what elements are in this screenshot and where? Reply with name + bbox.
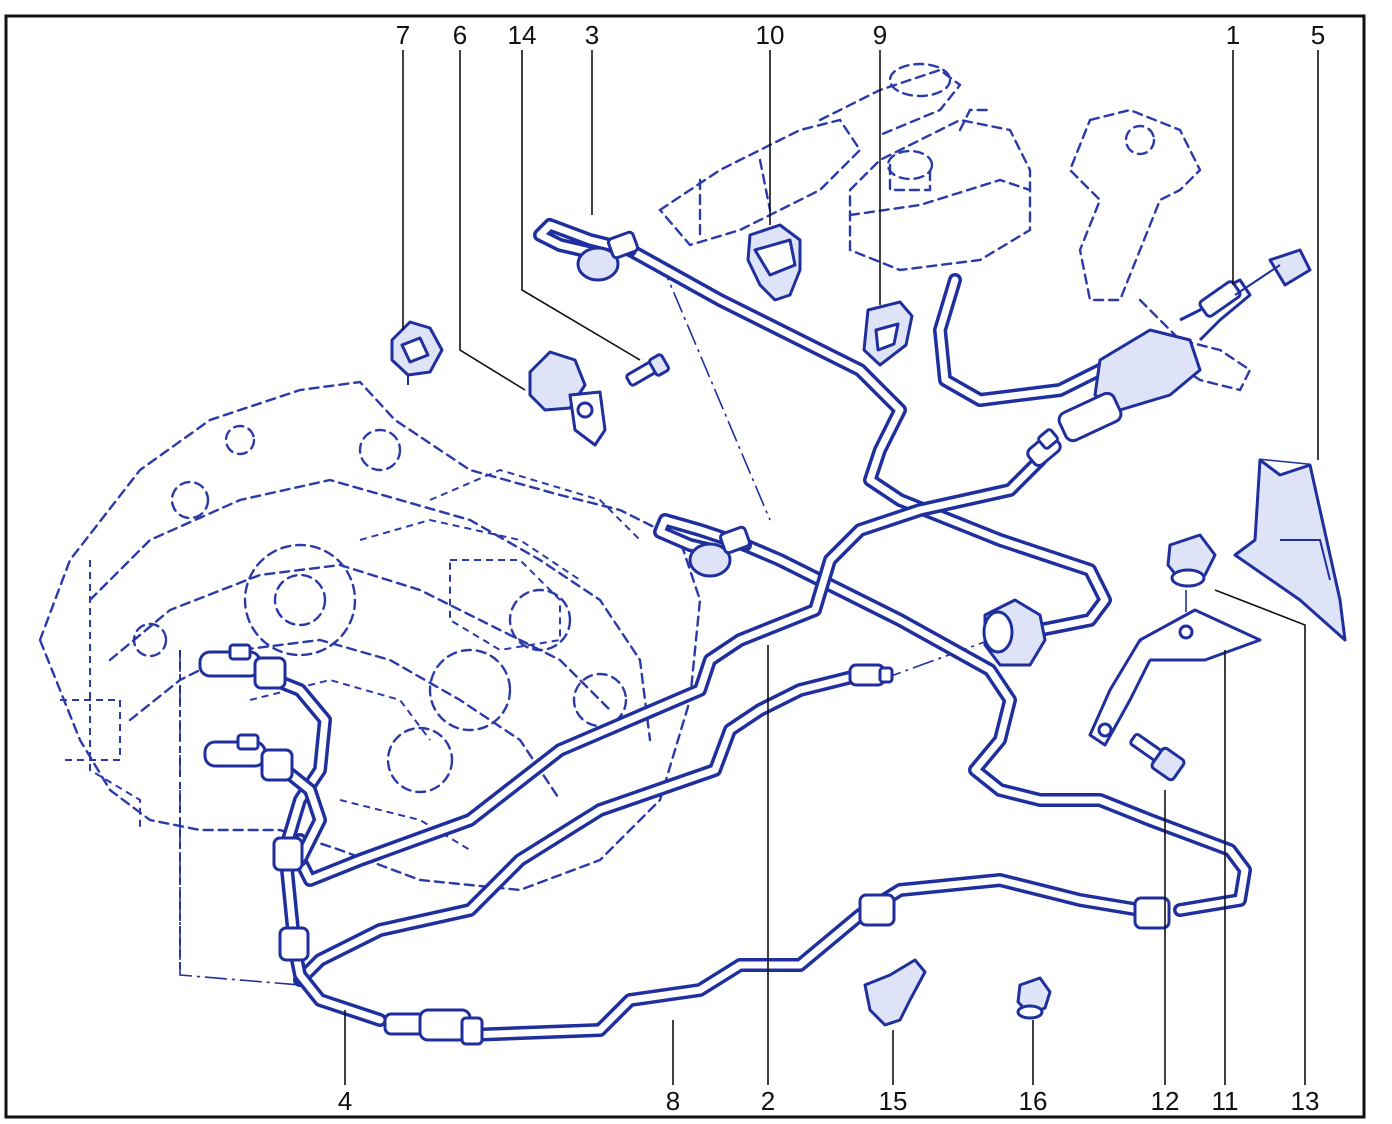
callout-3: 3 (585, 20, 599, 50)
pipe-4-end-male (383, 1008, 484, 1046)
clip-15 (863, 958, 927, 1027)
clip-16 (1016, 976, 1052, 1020)
bracket-11 (1088, 608, 1262, 747)
callout-7: 7 (396, 20, 410, 50)
bleed-fitting-upper (198, 643, 287, 690)
diagram-frame (4, 14, 1366, 1119)
pipe-4-end-fitting (1026, 428, 1062, 467)
bleed-fitting-lower (203, 733, 294, 782)
callout-13: 13 (1291, 1086, 1320, 1116)
callout-6: 6 (453, 20, 467, 50)
callout-5: 5 (1311, 20, 1325, 50)
bracket-6 (528, 350, 607, 447)
callout-10: 10 (756, 20, 785, 50)
callout-14: 14 (508, 20, 537, 50)
callout-2: 2 (761, 1086, 775, 1116)
pipe-3-upper-loop (533, 218, 637, 259)
reservoir-ghost (848, 108, 1032, 272)
clip-7 (390, 320, 444, 385)
clip-10 (746, 223, 802, 302)
pipe-2 (738, 538, 1252, 917)
pipe-lower (463, 873, 1147, 1042)
bracket-5 (1233, 458, 1347, 642)
pipe-couplings-left (272, 836, 310, 962)
callout-11: 11 (1212, 1086, 1239, 1116)
master-cylinder-ghost (658, 62, 962, 247)
callout-1: 1 (1226, 20, 1240, 50)
callout-4: 4 (338, 1086, 352, 1116)
callout-16: 16 (1019, 1086, 1048, 1116)
bolt-14 (625, 353, 670, 387)
quick-connector (982, 598, 1047, 667)
pipe-reservoir (933, 273, 1107, 407)
screw-12 (1129, 733, 1186, 782)
callout-15: 15 (879, 1086, 908, 1116)
callout-12: 12 (1151, 1086, 1180, 1116)
callout-leaders (344, 50, 1319, 1085)
callout-9: 9 (873, 20, 887, 50)
pipe-3 (623, 243, 1112, 637)
lower-couplings (858, 893, 1171, 930)
pipe-8 (293, 668, 867, 987)
pipe-8-end-fitting (848, 663, 894, 687)
clip-9 (862, 300, 914, 367)
pipe-2-upper-loop (653, 513, 752, 559)
pipe-2-end-fitting (688, 525, 752, 578)
master-cylinder (1057, 248, 1312, 443)
pipe-3-end-fitting (576, 230, 640, 282)
pipe-4 (293, 453, 1047, 887)
callout-8: 8 (666, 1086, 680, 1116)
pedal-ghost (1068, 108, 1252, 392)
gearbox-outline-ghost (38, 380, 702, 970)
assembly-chain-lines (179, 259, 1187, 1021)
clip-13 (1166, 533, 1217, 588)
callout-labels: 7 6 14 3 10 9 1 5 4 8 2 15 16 12 11 13 (338, 20, 1325, 1116)
